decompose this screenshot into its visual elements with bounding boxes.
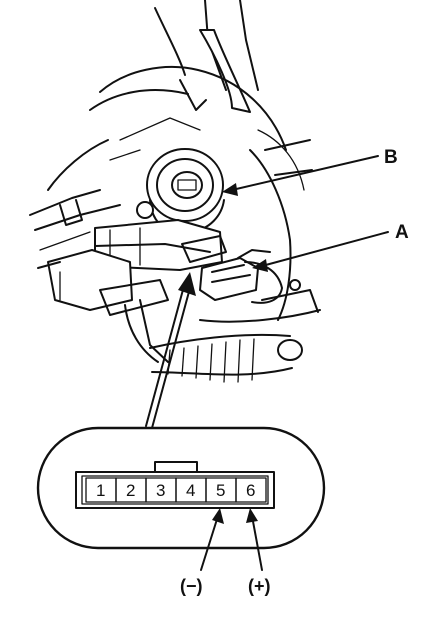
pin-4: 4: [186, 481, 195, 500]
connector-bubble: [36, 426, 326, 550]
callout-a: A: [395, 222, 409, 243]
connector-inner-frame: [81, 475, 269, 505]
pin-1: 1: [96, 481, 105, 500]
callout-b: B: [384, 147, 398, 168]
negative-terminal-arrow: [200, 508, 224, 571]
pin-cells: [85, 477, 267, 503]
pin-5: 5: [216, 481, 225, 500]
pin-6: 6: [246, 481, 255, 500]
pointer-arrow-connector: [145, 272, 196, 429]
positive-terminal-arrow: [246, 508, 263, 571]
pin-2: 2: [126, 481, 135, 500]
pin-3: 3: [156, 481, 165, 500]
connector-housing: [75, 471, 275, 509]
negative-terminal-label: (−): [180, 576, 203, 596]
positive-terminal-label: (+): [248, 576, 271, 596]
leader-line-b: [222, 155, 379, 196]
leader-line-a: [252, 231, 389, 272]
connector-latch: [154, 461, 198, 473]
connector-face-view: 1 2 3 4 5 6: [36, 426, 326, 550]
steering-column-illustration: [29, 0, 321, 383]
